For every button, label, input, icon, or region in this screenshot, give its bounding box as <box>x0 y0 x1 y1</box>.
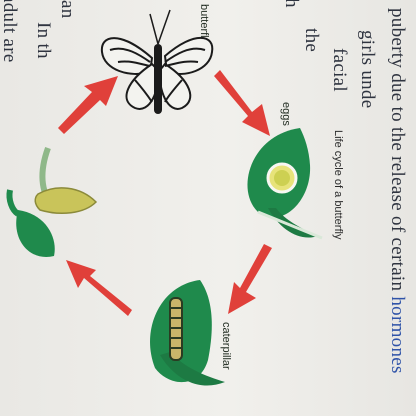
butterfly-label: butterfl <box>198 4 210 38</box>
text-line-5: the <box>301 28 322 53</box>
hormones-highlight: hormones <box>387 296 408 374</box>
caterpillar-leaf <box>150 280 225 386</box>
diagram-caption: Life cycle of a butterfly <box>332 130 344 240</box>
arrow-caterpillar-to-pupa <box>66 260 132 316</box>
butterfly-illustration <box>100 9 214 114</box>
pupa-leaf <box>6 146 98 257</box>
text-line-6: facial <box>329 48 350 92</box>
cycle-arrows <box>58 70 272 316</box>
text-line-8: puberty due to the release of certain ho… <box>386 8 408 374</box>
text-line-2: In th <box>33 22 54 59</box>
arrow-pupa-to-butterfly <box>58 76 118 134</box>
text-line-7: girls unde <box>357 30 378 109</box>
eggs-leaf <box>247 128 323 240</box>
text-line-1: adult are <box>0 0 20 63</box>
arrow-eggs-to-caterpillar <box>228 244 272 314</box>
caterpillar-label: caterpillar <box>220 322 232 370</box>
eggs-label: eggs <box>280 102 292 126</box>
text-line-8-prefix: puberty due to the release of certain <box>387 8 408 297</box>
text-line-4: h <box>281 0 302 8</box>
arrow-butterfly-to-eggs <box>214 70 270 136</box>
text-line-3: an <box>57 0 78 19</box>
